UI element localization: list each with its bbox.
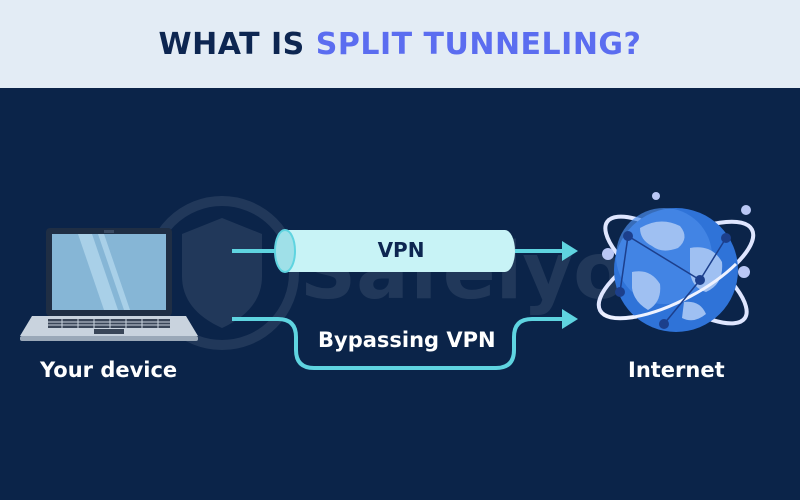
vpn-tube	[285, 230, 515, 272]
page-title: WHAT IS SPLIT TUNNELING?	[159, 27, 642, 62]
diagram-canvas: Safelyo	[20, 192, 756, 370]
title-prefix: WHAT IS	[158, 26, 316, 62]
vpn-label: VPN	[377, 238, 425, 262]
device-label: Your device	[40, 358, 178, 382]
laptop-icon	[20, 228, 198, 341]
bypass-path	[232, 309, 578, 370]
bypass-arrow-head	[562, 309, 578, 329]
bypass-line	[232, 317, 566, 370]
globe-icon	[596, 192, 756, 332]
diagram-area: Safelyo	[0, 88, 800, 500]
header-banner: WHAT IS SPLIT TUNNELING?	[0, 0, 800, 88]
internet-label: Internet	[628, 358, 725, 382]
vpn-arrow-head	[562, 241, 578, 261]
vpn-path	[232, 229, 578, 273]
vpn-tube-opening	[274, 229, 296, 273]
bypass-label: Bypassing VPN	[318, 328, 496, 352]
watermark-logo: Safelyo	[145, 196, 627, 350]
title-highlight: SPLIT TUNNELING?	[315, 26, 642, 62]
